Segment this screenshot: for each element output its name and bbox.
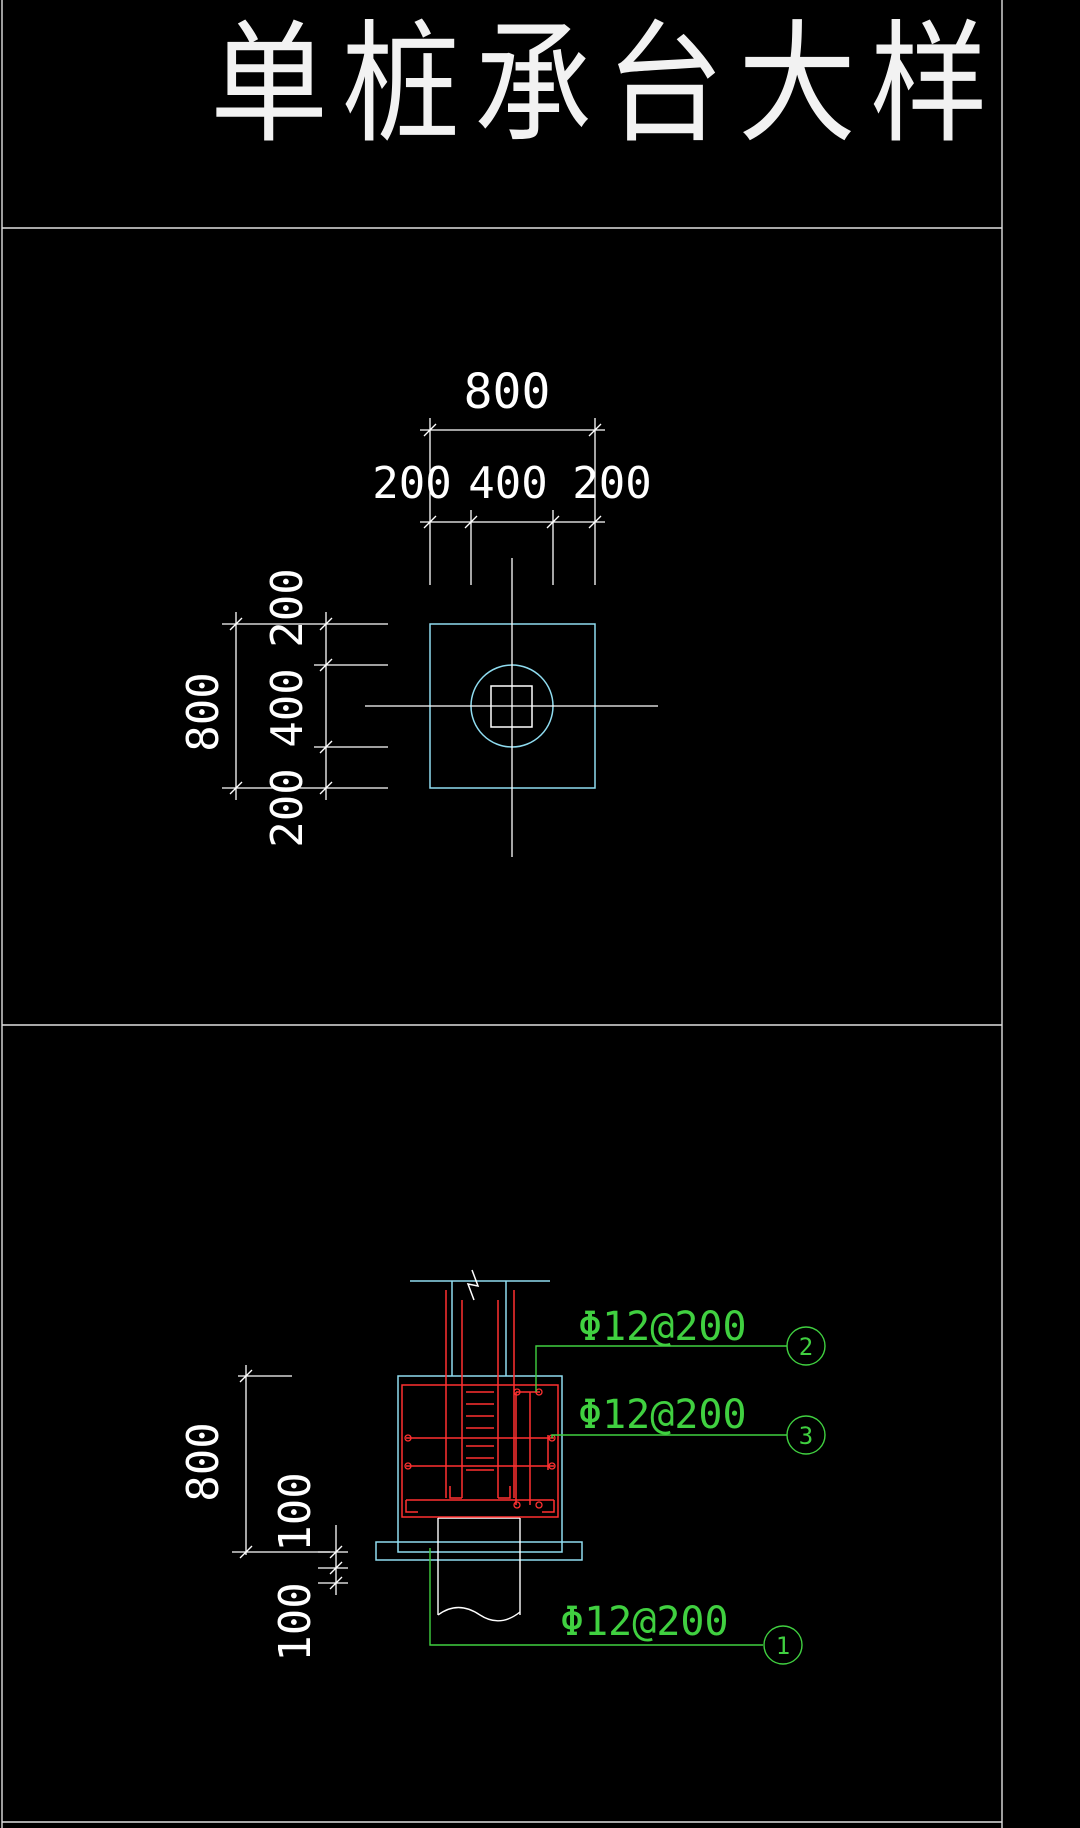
marker-label-3: 3 <box>799 1422 813 1450</box>
plan-top-left-label: 200 <box>372 458 451 509</box>
rebar-dots <box>404 1388 556 1509</box>
drawing-frame <box>1 0 1003 1828</box>
cushion-layer <box>375 1541 583 1561</box>
rebar-label-3: Φ12@200 <box>578 1392 747 1438</box>
marker-circle-2 <box>786 1326 826 1366</box>
marker-circle-1 <box>763 1625 803 1665</box>
section-view: 800 100 100 <box>178 1269 826 1665</box>
plan-top-total-label: 800 <box>464 364 551 420</box>
plan-side-dimensions <box>222 612 388 800</box>
section-height-pad-label: 100 <box>270 1582 321 1661</box>
plan-top-dimensions <box>420 418 605 585</box>
plan-top-mid-label: 400 <box>468 458 547 509</box>
rebar-leaders <box>429 1345 787 1646</box>
plan-side-top-label: 200 <box>262 568 313 647</box>
rebar-label-1: Φ12@200 <box>560 1599 729 1645</box>
plan-side-bottom-label: 200 <box>262 768 313 847</box>
pile-cap-section <box>397 1375 563 1553</box>
plan-view: 800 200 400 200 800 200 400 200 <box>178 364 658 857</box>
rebar-label-2: Φ12@200 <box>578 1304 747 1350</box>
column-section <box>410 1269 550 1376</box>
marker-circle-3 <box>786 1415 826 1455</box>
section-height-cover-label: 100 <box>270 1472 321 1551</box>
plan-side-total-label: 800 <box>178 672 229 751</box>
marker-label-2: 2 <box>799 1333 813 1361</box>
drawing-title: 单桩承台大样 <box>210 6 1003 162</box>
section-dimensions <box>232 1365 348 1595</box>
rebar-cage <box>401 1290 559 1518</box>
marker-label-1: 1 <box>776 1632 790 1660</box>
plan-top-right-label: 200 <box>572 458 651 509</box>
plan-side-mid-label: 400 <box>262 668 313 747</box>
pile-section <box>437 1517 521 1622</box>
title-block: 单桩承台大样 <box>0 0 1002 228</box>
section-height-total-label: 800 <box>178 1422 229 1501</box>
